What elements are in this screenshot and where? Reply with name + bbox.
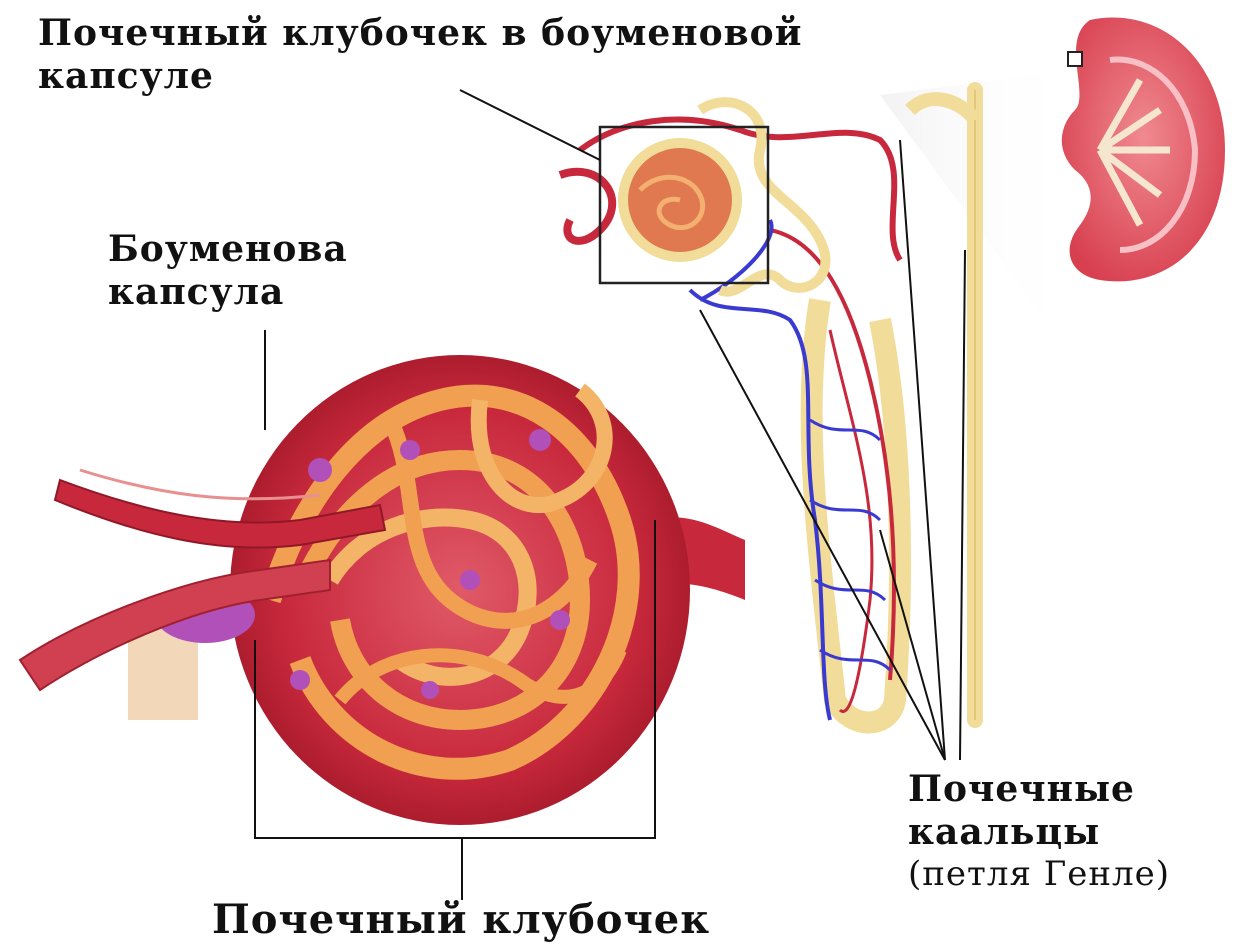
label-glomerulus-in-capsule-line2: капсуле xyxy=(38,55,802,98)
large-glomerulus xyxy=(20,355,745,825)
label-henle-loop-line3: (петля Генле) xyxy=(908,854,1170,895)
label-bowman-capsule: Боуменова капсула xyxy=(108,228,348,314)
kidney-icon xyxy=(1062,18,1225,282)
label-bowman-capsule-line2: капсула xyxy=(108,271,348,314)
label-bowman-capsule-line1: Боуменова xyxy=(108,228,348,271)
label-glomerulus-in-capsule: Почечный клубочек в боуменовой капсуле xyxy=(38,12,802,98)
label-glomerulus-in-capsule-line1: Почечный клубочек в боуменовой xyxy=(38,12,802,55)
label-glomerulus: Почечный клубочек xyxy=(212,896,710,944)
label-henle-loop-line2: каальцы xyxy=(908,811,1170,854)
label-henle-loop-line1: Почечные xyxy=(908,768,1170,811)
label-henle-loop: Почечные каальцы (петля Генле) xyxy=(908,768,1170,895)
